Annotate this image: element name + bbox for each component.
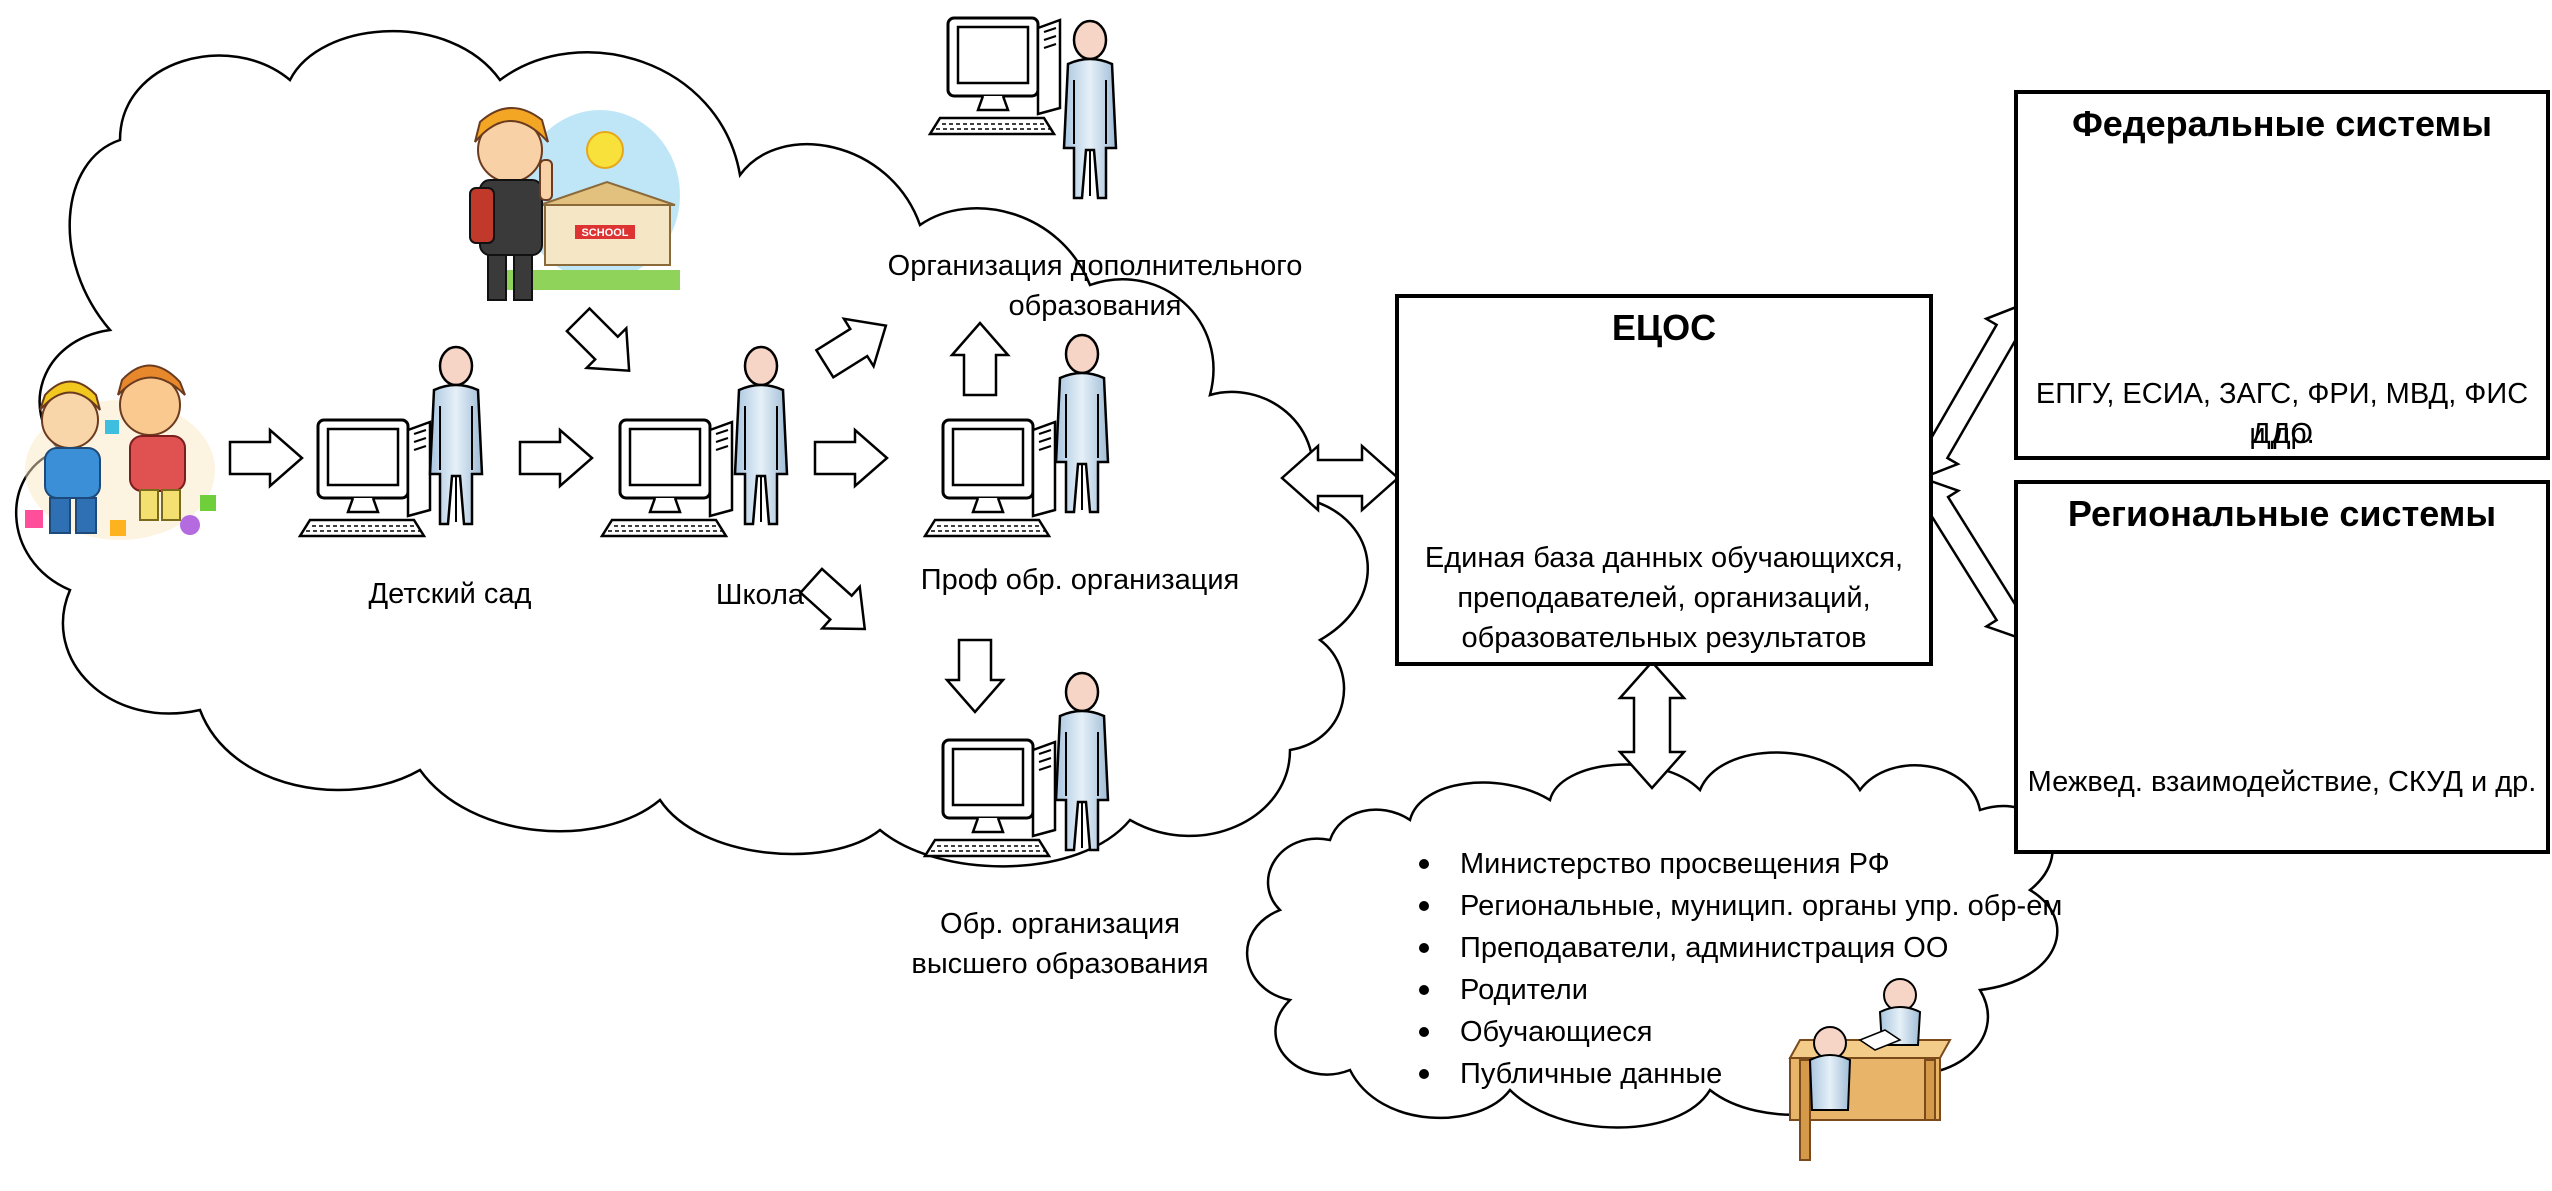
audience-cloud — [1245, 751, 2059, 1129]
higher-education-label-line1: Обр. организация — [940, 908, 1180, 940]
list-item: Обучающиеся — [1415, 1011, 2062, 1053]
list-item: Публичные данные — [1415, 1053, 2062, 1095]
additional-education-computer-icon — [928, 16, 1062, 136]
list-item: Родители — [1415, 969, 2062, 1011]
higher-education-label-line2: высшего образования — [911, 948, 1209, 980]
ecos-box: ЕЦОС Единая база данных обучающихся, пре… — [1395, 294, 1933, 666]
additional-education-label-line2: образования — [1008, 290, 1182, 322]
regional-systems-box: Региональные системы Межвед. взаимодейст… — [2014, 480, 2550, 854]
school-sign: SCHOOL — [581, 227, 628, 239]
children-illustration-icon — [25, 364, 216, 540]
regional-description: Межвед. взаимодействие, СКУД и др. — [2027, 766, 2537, 798]
ecos-description-line1: Единая база данных обучающихся, — [1424, 542, 1904, 574]
ecos-description-line3: образовательных результатов — [1461, 622, 1867, 654]
federal-title: Федеральные системы — [2072, 103, 2492, 144]
ecos-title: ЕЦОС — [1611, 307, 1717, 348]
additional-education-person-icon — [1062, 19, 1118, 200]
schoolboy-illustration-icon: SCHOOL — [469, 107, 680, 301]
list-item: Министерство просвещения РФ — [1415, 843, 2062, 885]
list-item: Региональные, муницип. органы упр. обр-е… — [1415, 885, 2062, 927]
federal-description-line1: ЕПГУ, ЕСИА, ЗАГС, ФРИ, МВД, ФИС ДДО — [2035, 378, 2529, 450]
regional-title: Региональные системы — [2067, 493, 2497, 534]
school-label: Школа — [715, 579, 805, 611]
ecos-description-line2: преподавателей, организаций, — [1457, 582, 1871, 614]
additional-education-label-line1: Организация дополнительного — [887, 250, 1303, 282]
double-arrow-ecos-audience — [1617, 660, 1687, 790]
federal-description-line2: и др. — [2249, 418, 2315, 450]
audience-list: Министерство просвещения РФ Региональные… — [1415, 843, 2062, 1095]
list-item: Преподаватели, администрация ОО — [1415, 927, 2062, 969]
federal-systems-box: Федеральные системы ЕПГУ, ЕСИА, ЗАГС, ФР… — [2014, 90, 2550, 460]
office-workers-icon — [1788, 978, 1952, 1161]
kindergarten-label: Детский сад — [368, 578, 532, 610]
vocational-label: Проф обр. организация — [920, 564, 1240, 596]
